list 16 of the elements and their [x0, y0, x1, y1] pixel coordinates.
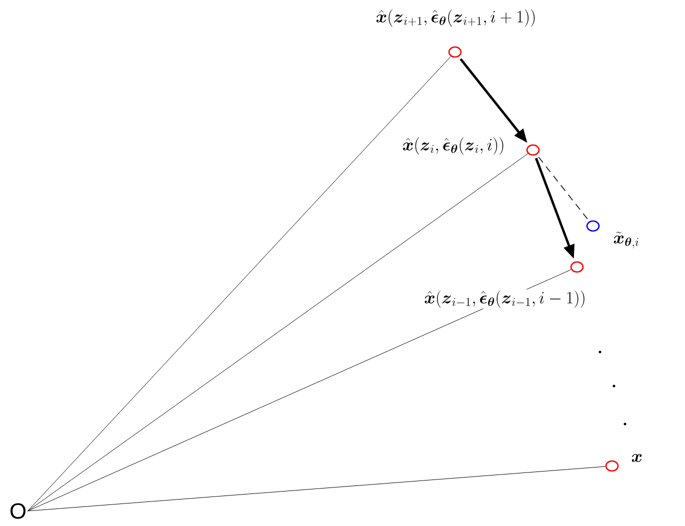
math-label: $\hat{\boldsymbol{x}}(\boldsymbol{z}_{i-1}, \hat{\boldsymbol{\epsilon}}_{\boldsymbol{\theta}}(\boldsymbol{z}_{i-1}, i-1))$ — [423, 289, 587, 309]
math-label: $\boldsymbol{x}$ — [630, 453, 644, 463]
point-marker — [605, 460, 619, 472]
line — [28, 56, 452, 512]
point-marker — [526, 144, 540, 156]
point-marker — [570, 261, 584, 273]
point-marker — [586, 220, 600, 232]
math-label: $\hat{\boldsymbol{x}}(\boldsymbol{z}_{i}, \hat{\boldsymbol{\epsilon}}_{\boldsymbol{\theta}}(\boldsymbol{z}_{i}, i))$ — [401, 136, 506, 156]
math-label: $\hat{\boldsymbol{x}}(\boldsymbol{z}_{i+1}, \hat{\boldsymbol{\epsilon}}_{\boldsymbol{\theta}}(\boldsymbol{z}_{i+1}, i+1))$ — [374, 8, 538, 28]
line — [28, 466, 606, 512]
dashed-line — [538, 156, 588, 220]
origin-label: O — [10, 503, 26, 519]
line — [28, 153, 528, 512]
point-marker — [448, 46, 462, 58]
math-label: $\tilde{\boldsymbol{x}}_{\boldsymbol{\theta}, i}$ — [612, 230, 640, 250]
line — [28, 269, 572, 512]
